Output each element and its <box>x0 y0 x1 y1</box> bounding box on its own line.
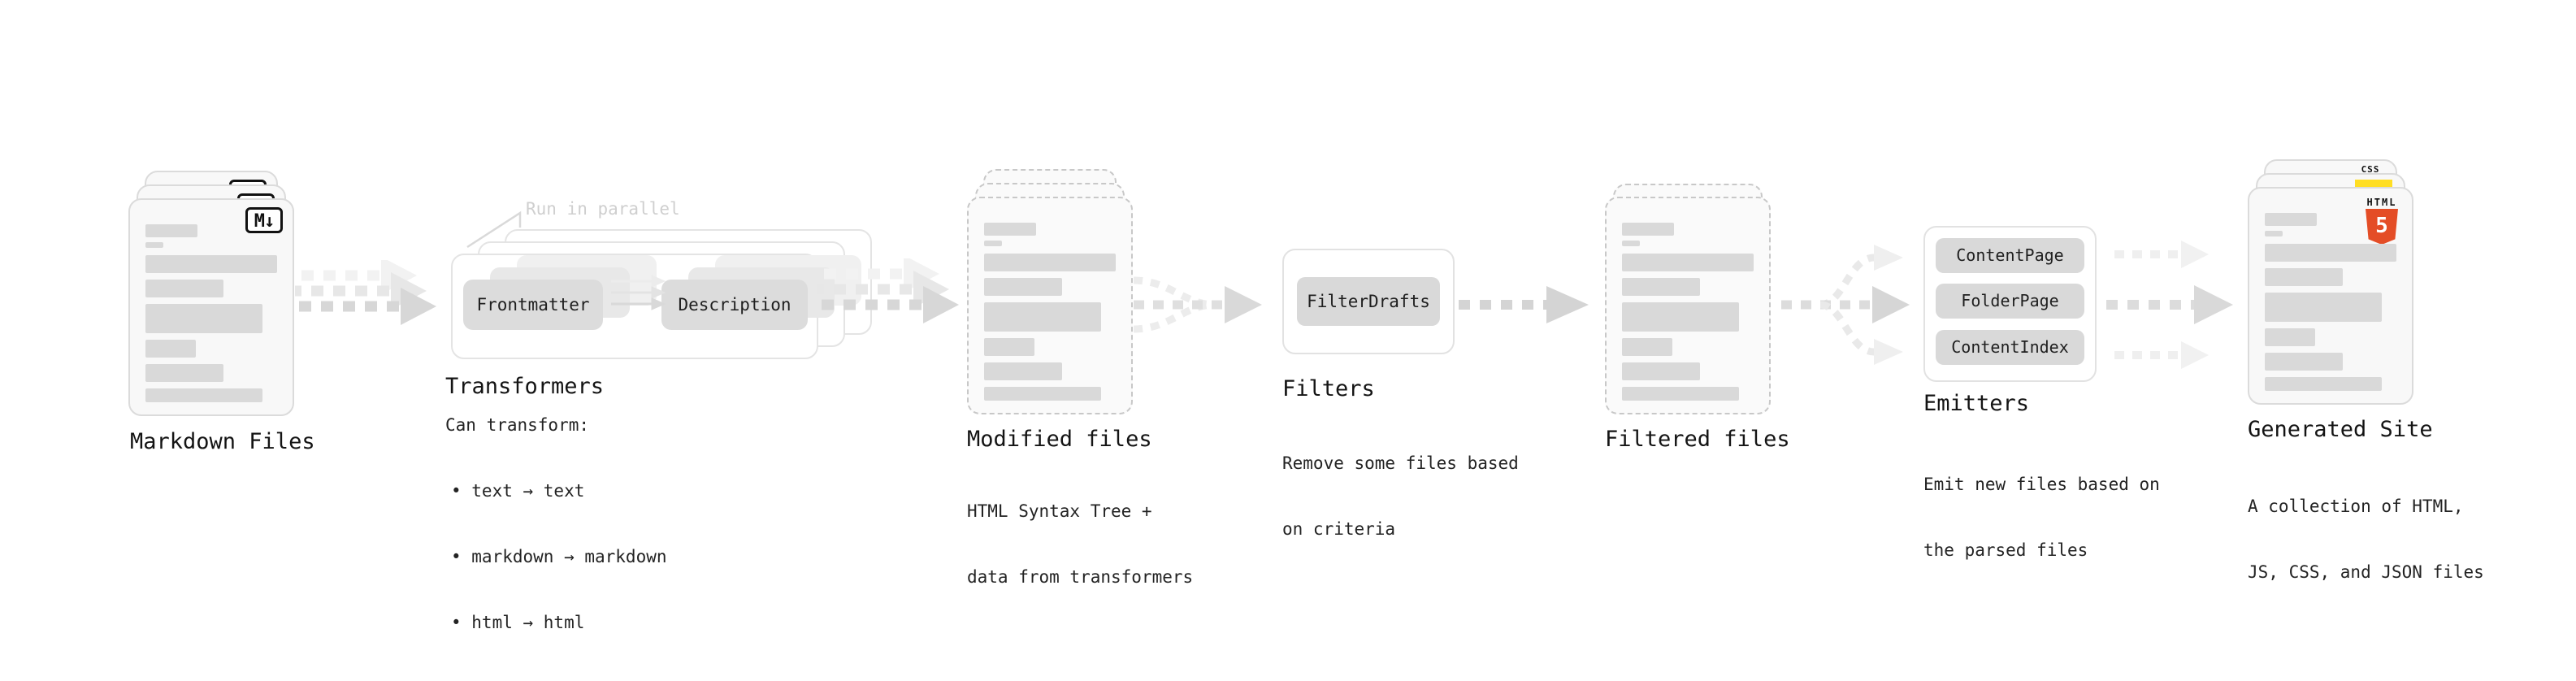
transformers-bullet-list: • text → text • markdown → markdown • ht… <box>451 436 667 678</box>
caption-line: Remove some files based <box>1282 453 1519 473</box>
stage-title-modified-files: Modified files <box>967 427 1152 452</box>
modified-files-stack <box>967 169 1149 414</box>
text-line-bar <box>145 388 262 402</box>
text-line-bar <box>1622 278 1700 296</box>
stage-title-generated-site: Generated Site <box>2248 417 2433 442</box>
stage-title-transformers: Transformers <box>445 374 605 399</box>
text-line-bar <box>145 255 277 273</box>
filters-caption: Remove some files based on criteria <box>1282 409 1519 584</box>
converge-arrow-icon <box>1134 276 1262 333</box>
modified-files-caption: HTML Syntax Tree + data from transformer… <box>967 457 1193 632</box>
text-line-bar <box>145 304 262 333</box>
text-line-bar <box>1622 362 1700 380</box>
text-line-bar <box>145 364 223 382</box>
text-line-bar <box>1622 387 1739 401</box>
text-line-bar <box>2265 268 2343 286</box>
frontmatter-pill: Frontmatter <box>463 280 603 330</box>
caption-line: Emit new files based on <box>1923 475 2160 494</box>
text-line-bar <box>2265 231 2283 236</box>
parallel-leader-line <box>466 210 522 249</box>
run-in-parallel-note: Run in parallel <box>526 199 680 219</box>
text-line-bar <box>1622 302 1739 332</box>
caption-line: HTML Syntax Tree + <box>967 501 1152 521</box>
text-line-bar <box>2265 244 2396 262</box>
flow-arrow-icon <box>1459 286 1589 323</box>
text-line-bar <box>984 223 1036 236</box>
text-line-bar <box>984 278 1062 296</box>
text-line-bar <box>984 302 1101 332</box>
parallel-arrows-icon <box>611 275 666 310</box>
stage-title-emitters: Emitters <box>1923 391 2030 416</box>
markdown-badge-icon: M↓ <box>245 207 283 233</box>
transformers-caption-heading: Can transform: <box>445 415 590 435</box>
text-line-bar <box>984 387 1101 401</box>
emitter-pill-content-page: ContentPage <box>1936 238 2084 273</box>
markdown-file-card: M↓ <box>128 198 294 416</box>
stage-title-markdown-files: Markdown Files <box>130 429 315 454</box>
html5-shield-icon: HTML 5 <box>2363 197 2400 245</box>
description-pill: Description <box>661 280 808 330</box>
generated-site-caption: A collection of HTML, JS, CSS, and JSON … <box>2248 452 2484 627</box>
text-line-bar <box>1622 254 1754 271</box>
text-line-bar <box>2265 293 2382 322</box>
triple-arrow-icon <box>2106 241 2233 369</box>
text-line-bar <box>984 362 1062 380</box>
emitters-caption: Emit new files based on the parsed files <box>1923 430 2160 605</box>
text-line-bar <box>1622 338 1672 356</box>
generated-site-stack: CSS HTML 5 <box>2248 159 2430 405</box>
flow-arrow-icon <box>817 258 959 323</box>
caption-line: the parsed files <box>1923 540 2088 560</box>
text-line-bar <box>145 242 163 248</box>
caption-line: data from transformers <box>967 567 1194 587</box>
text-line-bar <box>2265 328 2315 346</box>
caption-line: JS, CSS, and JSON files <box>2248 562 2484 582</box>
filtered-files-stack <box>1605 184 1787 416</box>
emitter-pill-folder-page: FolderPage <box>1936 284 2084 319</box>
bullet-item: • html → html <box>451 613 585 632</box>
stage-title-filtered-files: Filtered files <box>1605 427 1790 452</box>
html-file-card: HTML 5 <box>2248 187 2413 405</box>
emitter-pill-content-index: ContentIndex <box>1936 330 2084 365</box>
markdown-files-stack: M↓ M↓ M↓ <box>128 171 310 416</box>
text-line-bar <box>984 254 1116 271</box>
transformers-cluster: Frontmatter Description <box>451 229 874 362</box>
text-line-bar <box>145 340 196 358</box>
text-line-bar <box>2265 213 2317 226</box>
text-line-bar <box>2265 353 2343 371</box>
text-line-bar <box>145 224 197 237</box>
text-line-bar <box>984 338 1034 356</box>
filtered-file-card <box>1605 197 1771 414</box>
caption-line: A collection of HTML, <box>2248 497 2464 516</box>
bullet-item: • text → text <box>451 481 585 501</box>
flow-arrow-icon <box>295 260 436 325</box>
text-line-bar <box>1622 223 1674 236</box>
diverge-arrow-icon <box>1781 245 1910 365</box>
filter-drafts-pill: FilterDrafts <box>1297 277 1440 326</box>
text-line-bar <box>1622 241 1640 246</box>
text-line-bar <box>984 241 1002 246</box>
text-line-bar <box>2265 377 2382 391</box>
stage-title-filters: Filters <box>1282 376 1375 401</box>
modified-file-card <box>967 197 1133 414</box>
caption-line: on criteria <box>1282 519 1396 539</box>
bullet-item: • markdown → markdown <box>451 547 667 566</box>
text-line-bar <box>145 280 223 297</box>
